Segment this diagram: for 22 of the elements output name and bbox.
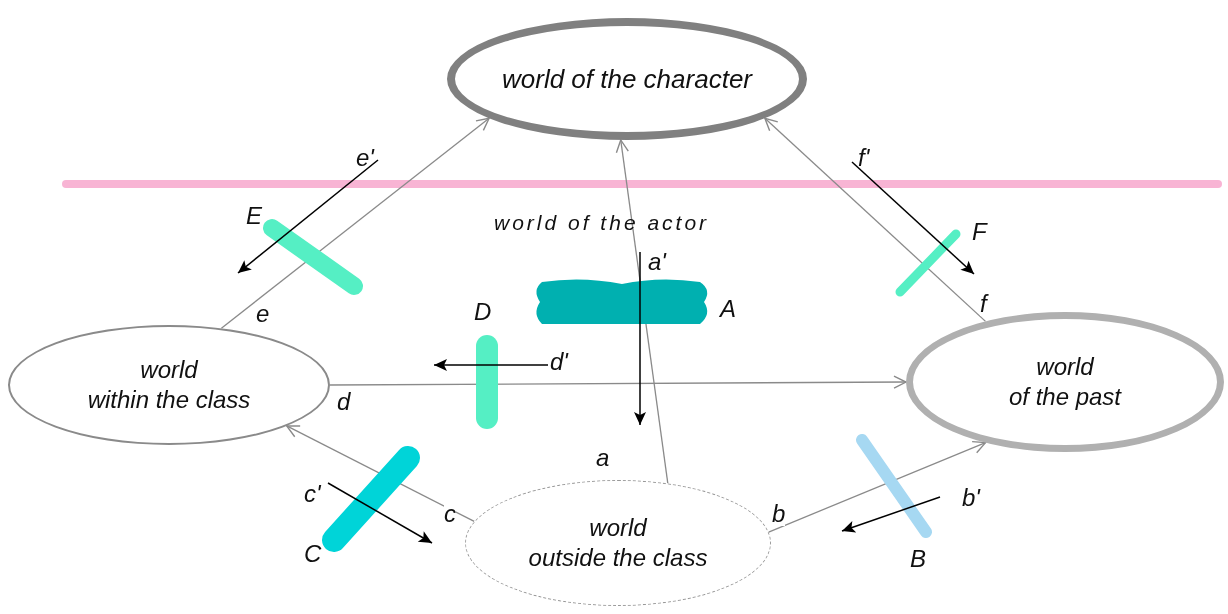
arrow <box>768 440 987 533</box>
callout-letter: E <box>246 204 262 228</box>
edge-label: b <box>772 502 786 526</box>
ellipse-label: world of the character <box>502 62 752 96</box>
callout-letter: b' <box>962 486 980 510</box>
ellipse-label: world outside the class <box>528 513 708 573</box>
ellipse-label: world within the class <box>87 355 251 415</box>
callout-letter: f' <box>858 146 870 170</box>
arrow <box>329 375 907 389</box>
edge-label: f <box>980 292 987 316</box>
ellipse-label: world of the past <box>1008 352 1122 412</box>
callout-letter: F <box>972 220 987 244</box>
region-label: world of the actor <box>494 212 710 233</box>
callout-letter: C <box>304 542 322 566</box>
callout-letter: d' <box>550 350 568 374</box>
callout-letter: c' <box>304 482 321 506</box>
arrow <box>764 117 987 323</box>
callout-letter: e' <box>356 146 374 170</box>
callout-letter: D <box>474 300 492 324</box>
callout-letter: B <box>910 547 926 571</box>
callout-letter: a' <box>648 250 666 274</box>
callout-letter: A <box>720 297 736 321</box>
